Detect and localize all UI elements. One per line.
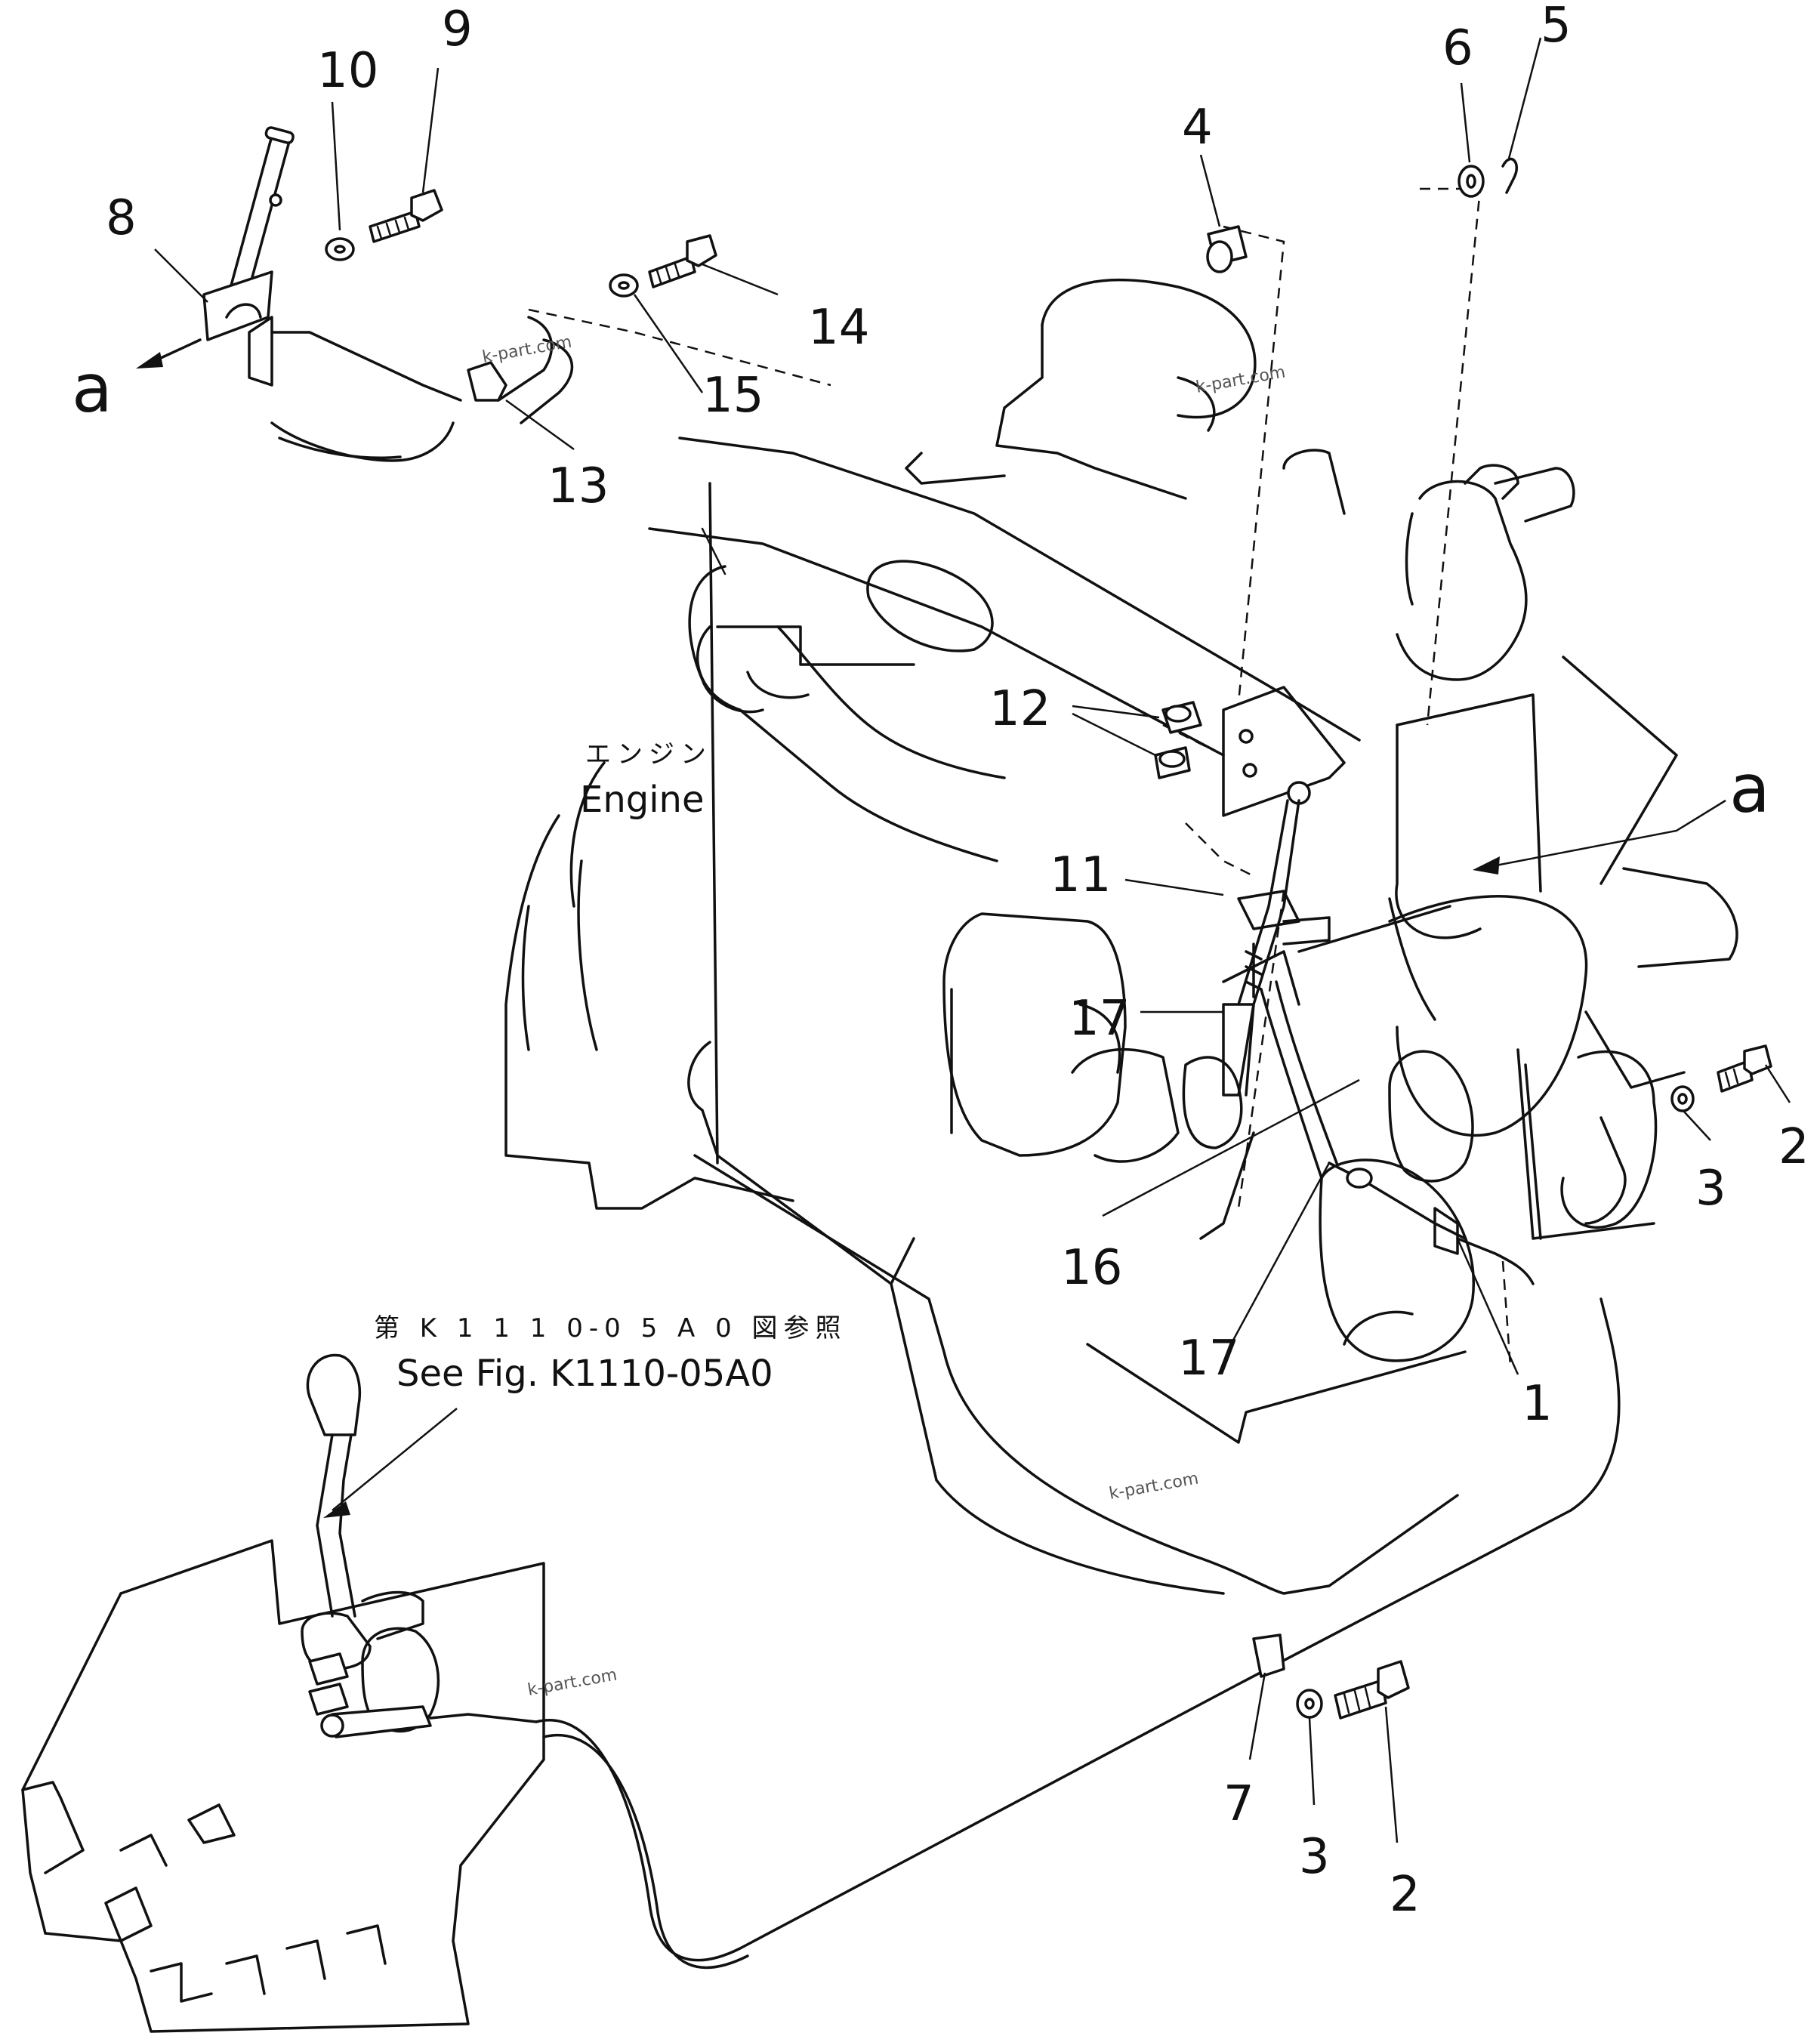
watermarks: k-part.com k-part.com k-part.com k-part.… (481, 332, 1287, 1699)
callout-15: 15 (702, 368, 763, 424)
bolt-washer-right (1670, 1044, 1772, 1112)
callout-7: 7 (1223, 1776, 1254, 1832)
callout-2: 2 (1390, 1867, 1421, 1923)
control-lever-box (21, 1353, 545, 2033)
leader-lines (154, 37, 1791, 1843)
callout-16: 16 (1061, 1240, 1122, 1296)
callout-10: 10 (317, 43, 378, 99)
see-fig-label-jp: 第 K 1 1 1 0-0 5 A 0 図参照 (374, 1313, 847, 1343)
ref-a-right: a (1729, 750, 1770, 828)
nuts-12 (1154, 701, 1202, 779)
callout-17: 17 (1178, 1331, 1239, 1387)
callout-4: 4 (1182, 100, 1213, 156)
watermark: k-part.com (481, 332, 573, 366)
callout-13: 13 (548, 458, 609, 514)
callout-8: 8 (106, 190, 137, 246)
engine-label-jp: エンジン (585, 739, 712, 770)
see-fig-label-en: See Fig. K1110-05A0 (396, 1353, 773, 1395)
callout-2: 2 (1778, 1119, 1809, 1175)
callout-1: 1 (1522, 1376, 1553, 1432)
throttle-cable (535, 1297, 1621, 1962)
ref-a-left: a (72, 350, 113, 427)
engine-drawing (504, 278, 1738, 1595)
watermark: k-part.com (526, 1665, 618, 1699)
engine-label-en: Engine (580, 779, 705, 821)
text-labels: エンジン Engine 第 K 1 1 1 0-0 5 A 0 図参照 See … (374, 739, 847, 1395)
stop-parts-top (1206, 157, 1519, 273)
callout-9: 9 (442, 2, 473, 57)
watermark: k-part.com (1195, 362, 1287, 396)
clamp-bolt-bottom (1252, 1633, 1410, 1720)
callout-6: 6 (1442, 20, 1473, 76)
callout-3: 3 (1299, 1829, 1330, 1885)
callout-3: 3 (1695, 1161, 1726, 1217)
throttle-linkage (1199, 686, 1535, 1285)
watermark: k-part.com (1108, 1469, 1200, 1503)
callout-12: 12 (989, 681, 1050, 737)
callout-14: 14 (808, 300, 869, 356)
callout-numbers: 1 2 2 3 3 4 5 6 7 8 9 10 11 12 13 14 15 … (72, 0, 1809, 1923)
callout-11: 11 (1050, 847, 1111, 903)
callout-5: 5 (1541, 0, 1572, 54)
callout-17: 17 (1069, 991, 1130, 1047)
lever-bracket-assembly (136, 126, 717, 462)
